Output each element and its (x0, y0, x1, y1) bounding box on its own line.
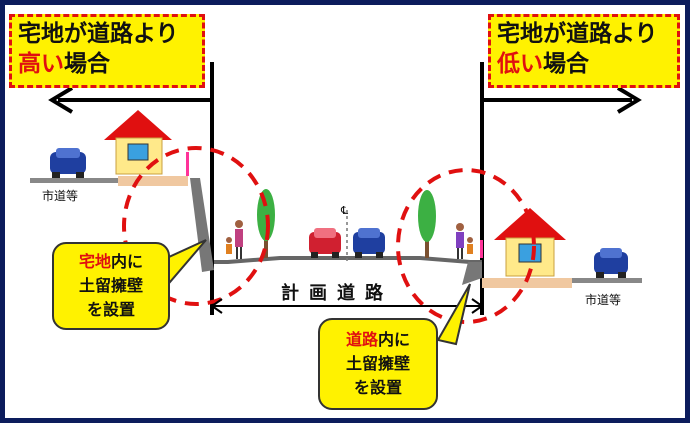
car-icon (594, 248, 628, 278)
right-direction-arrow (482, 86, 642, 114)
right-callout-tail (436, 283, 471, 346)
person-icon (226, 237, 232, 254)
right-callout: 道路内に 土留擁壁 を設置 (318, 318, 438, 410)
left-highlight-circle (122, 146, 270, 306)
left-callout: 宅地内に 土留擁壁 を設置 (52, 242, 170, 330)
tree-icon (418, 190, 436, 258)
left-callout-line1: 宅地内に (78, 252, 144, 271)
person-icon (456, 223, 464, 259)
road-width-dimension (210, 298, 484, 314)
right-callout-line3: を設置 (353, 378, 402, 397)
right-street-label: 市道等 (585, 293, 622, 307)
tree-icon (257, 189, 275, 258)
car-icon (309, 228, 341, 258)
right-street-surface (572, 278, 642, 283)
house-icon (104, 110, 172, 175)
car-icon (50, 148, 86, 178)
left-retaining-wall (190, 178, 214, 272)
right-condition-line2: 低い場合 (497, 51, 589, 77)
left-street-surface (30, 178, 120, 183)
centerline-mark: ℄ (341, 204, 349, 217)
left-pink-post (186, 152, 189, 176)
left-condition-box: 宅地が道路より 高い場合 (9, 14, 205, 88)
left-condition-line1: 宅地が道路より (18, 21, 179, 47)
left-direction-arrow (48, 86, 212, 114)
person-icon (235, 220, 243, 259)
left-street-label: 市道等 (42, 189, 79, 203)
car-icon (353, 228, 385, 258)
right-retaining-wall (462, 262, 482, 285)
right-callout-line1: 道路内に (345, 330, 411, 349)
left-condition-line2: 高い場合 (18, 51, 110, 77)
left-callout-line3: を設置 (86, 300, 135, 319)
right-house-ground (482, 278, 572, 288)
right-highlight-circle (396, 168, 536, 324)
left-house-ground (118, 176, 188, 186)
right-pink-post (480, 240, 483, 258)
right-condition-line1: 宅地が道路より (497, 21, 658, 47)
road-surface (214, 256, 482, 264)
person-icon (467, 237, 473, 254)
road-label: 計画道路 (281, 283, 393, 304)
left-callout-line2: 土留擁壁 (78, 276, 143, 295)
right-condition-box: 宅地が道路より 低い場合 (488, 14, 680, 88)
right-callout-line2: 土留擁壁 (345, 354, 410, 373)
